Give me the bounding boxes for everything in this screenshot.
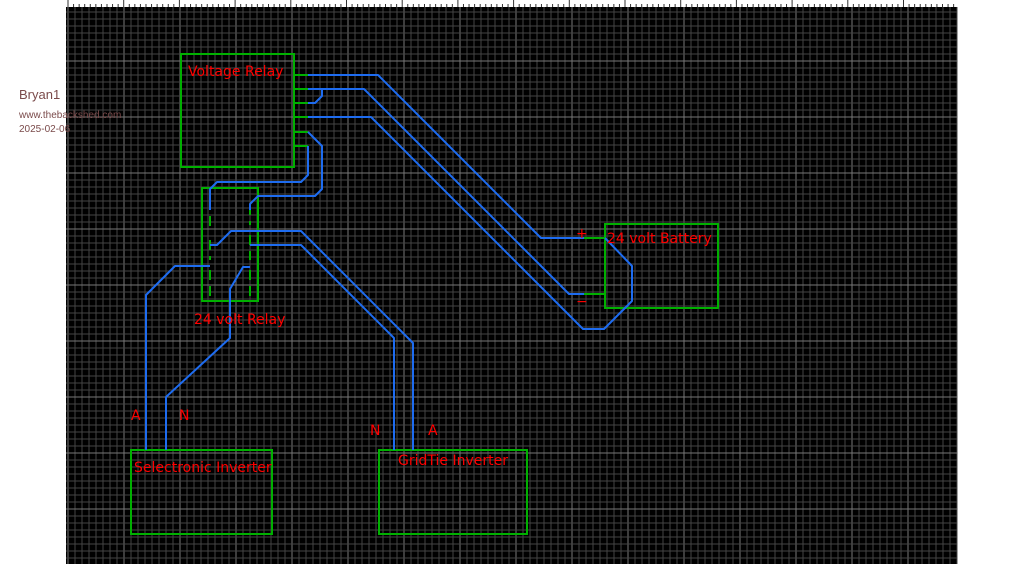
trace-n-gridtie[interactable] <box>250 244 395 450</box>
relay-24v-contacts <box>209 200 251 296</box>
gridtie-a-label: A <box>428 423 438 439</box>
relay-24v-label: 24 volt Relay <box>194 312 285 328</box>
selectronic-inverter-outline[interactable] <box>130 449 273 535</box>
selectronic-n-label: N <box>179 408 189 424</box>
voltage-relay-pins <box>294 74 308 147</box>
trace-a-selectronic[interactable] <box>145 265 210 450</box>
selectronic-a-label: A <box>131 408 141 424</box>
trace-n-selectronic[interactable] <box>165 266 250 450</box>
selectronic-label: Selectronic Inverter <box>134 460 272 476</box>
battery-plus-label: + <box>576 226 588 242</box>
post-date: 2025-02-06 <box>19 124 71 135</box>
site-url: www.thebackshed.com <box>19 110 122 121</box>
trace[interactable] <box>308 89 323 104</box>
battery-pins <box>584 237 605 295</box>
trace-a-gridtie[interactable] <box>210 230 414 450</box>
gridtie-inverter-outline[interactable] <box>378 449 528 535</box>
battery-outline[interactable] <box>604 223 719 309</box>
ruler-ticks <box>67 0 955 7</box>
voltage-relay-label: Voltage Relay <box>188 64 283 80</box>
trace[interactable] <box>209 146 309 210</box>
battery-label: 24 volt Battery <box>607 231 712 247</box>
trace[interactable] <box>249 131 323 210</box>
gridtie-n-label: N <box>370 423 380 439</box>
author-name: Bryan1 <box>19 87 61 102</box>
board-background <box>66 0 957 564</box>
trace[interactable] <box>308 116 633 330</box>
trace[interactable] <box>308 88 584 295</box>
voltage-relay-outline[interactable] <box>180 53 295 168</box>
grid <box>66 4 958 564</box>
gridtie-label: GridTie Inverter <box>398 453 508 469</box>
battery-minus-label: − <box>576 294 588 310</box>
trace[interactable] <box>308 74 584 239</box>
top-ruler <box>66 0 957 7</box>
